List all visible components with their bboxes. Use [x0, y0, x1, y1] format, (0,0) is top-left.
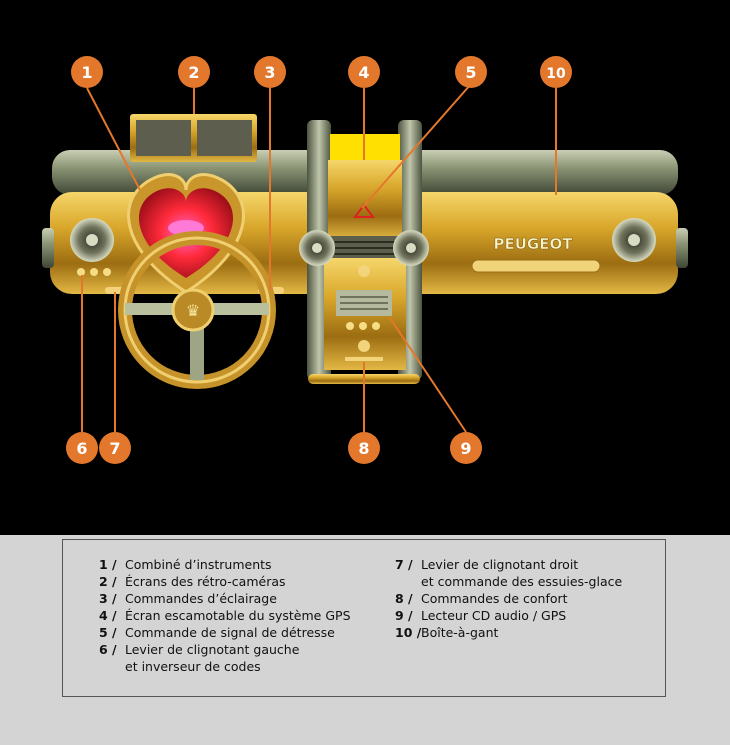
callout-5: 5	[455, 56, 487, 88]
legend-num: 4 /	[99, 608, 117, 623]
callout-6: 6	[66, 432, 98, 464]
dashboard-illustration: ♛	[42, 56, 688, 464]
legend-item-4: 4 / Écran escamotable du système GPS	[99, 607, 351, 624]
svg-text:3: 3	[264, 63, 275, 82]
legend-item-2: 2 / Écrans des rétro-caméras	[99, 573, 286, 590]
svg-text:10: 10	[546, 66, 566, 82]
legend-text: Commande de signal de détresse	[125, 625, 335, 640]
svg-text:8: 8	[358, 439, 369, 458]
callout-10: 10	[540, 56, 572, 88]
callout-7: 7	[99, 432, 131, 464]
legend-item-1: 1 / Combiné d’instruments	[99, 556, 272, 573]
legend-num: 6 /	[99, 642, 117, 657]
callout-1: 1	[71, 56, 103, 88]
callout-9: 9	[450, 432, 482, 464]
svg-text:9: 9	[460, 439, 471, 458]
center-console	[299, 120, 429, 384]
svg-text:6: 6	[76, 439, 87, 458]
hazard-button	[353, 203, 375, 218]
legend-box: 1 / Combiné d’instruments 2 / Écrans des r…	[62, 539, 666, 697]
glovebox-handle	[471, 259, 601, 273]
legend-num: 5 /	[99, 625, 117, 640]
legend-text: Commandes d’éclairage	[125, 591, 277, 606]
legend-num: 7 /	[395, 557, 413, 572]
dashboard-diagram: ♛	[42, 56, 688, 464]
legend-text: Boîte-à-gant	[421, 625, 499, 640]
callout-3: 3	[254, 56, 286, 88]
legend-num: 1 /	[99, 557, 117, 572]
svg-text:4: 4	[358, 63, 369, 82]
legend-text: Lecteur CD audio / GPS	[421, 608, 567, 623]
legend-text: Commandes de confort	[421, 591, 568, 606]
callout-2: 2	[178, 56, 210, 88]
legend-item-3: 3 / Commandes d’éclairage	[99, 590, 277, 607]
legend-item-5: 5 / Commande de signal de détresse	[99, 624, 335, 641]
callout-4: 4	[348, 56, 380, 88]
legend-area: 1 / Combiné d’instruments 2 / Écrans des r…	[0, 535, 730, 745]
steering-wheel: ♛	[118, 231, 276, 389]
legend-text: Écran escamotable du système GPS	[125, 608, 351, 623]
leader-lines	[81, 83, 557, 433]
legend-num: 2 /	[99, 574, 117, 589]
legend-text-cont: et commande des essuies-glace	[421, 574, 623, 589]
legend-item-10: 10 /Boîte-à-gant	[395, 624, 498, 641]
legend-item-9: 9 / Lecteur CD audio / GPS	[395, 607, 566, 624]
legend-item-6: 6 / Levier de clignotant gauche et invers…	[99, 641, 299, 675]
legend-text: Combiné d’instruments	[125, 557, 272, 572]
legend-text-cont: et inverseur de codes	[125, 659, 261, 674]
svg-text:5: 5	[465, 63, 476, 82]
legend-text: Levier de clignotant droit	[421, 557, 579, 572]
legend-num: 9 /	[395, 608, 413, 623]
legend-text: Levier de clignotant gauche	[125, 642, 300, 657]
svg-text:2: 2	[188, 63, 199, 82]
svg-text:♛: ♛	[186, 301, 200, 320]
svg-text:1: 1	[81, 63, 92, 82]
legend-num: 3 /	[99, 591, 117, 606]
svg-text:7: 7	[109, 439, 120, 458]
legend-text: Écrans des rétro-caméras	[125, 574, 286, 589]
legend-num: 8 /	[395, 591, 413, 606]
brand-badge: PEUGEOT	[494, 235, 574, 253]
legend-num: 10 /	[395, 625, 422, 640]
legend-item-7: 7 / Levier de clignotant droit et command…	[395, 556, 622, 590]
legend-item-8: 8 / Commandes de confort	[395, 590, 568, 607]
callout-8: 8	[348, 432, 380, 464]
rear-camera-screens	[130, 114, 257, 162]
